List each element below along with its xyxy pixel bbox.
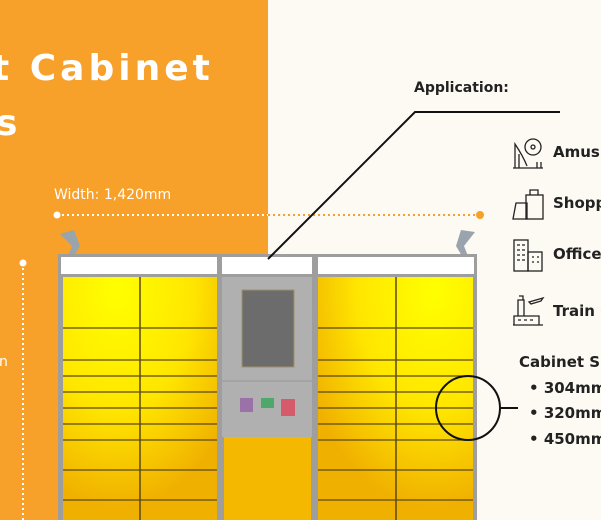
kiosk-button-red <box>281 399 295 416</box>
cabinet-size-label: Cabinet Siz <box>519 353 601 371</box>
cabinet-size-value: 320mm <box>543 404 601 422</box>
amusement-park-icon <box>513 138 543 169</box>
height-label-fragment: n <box>0 354 8 370</box>
shopping-bags-icon <box>512 189 544 220</box>
width-dimension-line <box>53 211 484 219</box>
kiosk-button-purple <box>240 398 253 412</box>
lamp-right <box>456 230 475 256</box>
office-building-icon <box>513 239 543 272</box>
title-line-1: t Cabinet <box>0 48 214 89</box>
cabinet-size-item: • 450mm <box>529 430 601 448</box>
kiosk-button-green <box>261 398 274 408</box>
lamp-left <box>60 230 80 256</box>
cabinet-size-item: • 304mm <box>529 379 601 397</box>
application-item-amusement: Amus <box>553 143 600 161</box>
application-callout-line <box>267 111 560 260</box>
application-item-shopping: Shopp <box>553 194 601 212</box>
application-label: Application: <box>414 80 509 96</box>
cabinet-size-item: • 320mm <box>529 404 601 422</box>
cabinet-size-value: 304mm <box>543 379 601 397</box>
application-item-train: Train s <box>553 302 601 320</box>
width-label: Width: 1,420mm <box>54 187 172 203</box>
height-dimension-line <box>19 259 27 520</box>
kiosk-screen <box>241 289 295 368</box>
cabinet-size-value: 450mm <box>543 430 601 448</box>
title-line-2: s <box>0 103 22 144</box>
application-item-office: Office <box>553 245 601 263</box>
train-station-icon <box>513 295 545 326</box>
